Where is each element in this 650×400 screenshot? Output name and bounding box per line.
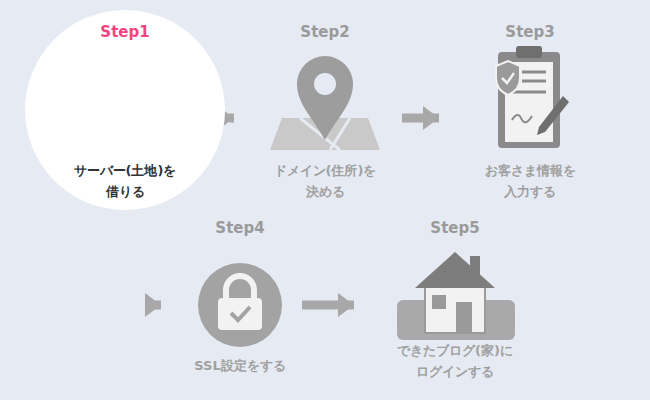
step-item: Step5 できたブログ(家)に ログインする — [372, 218, 538, 388]
flow-arrow — [402, 114, 439, 123]
flow-arrow — [302, 301, 354, 310]
step-description: ドメイン(住所)を 決める — [259, 160, 391, 202]
flow-arrow — [229, 114, 234, 123]
map-pin-icon — [270, 56, 380, 150]
lock-icon — [198, 263, 282, 347]
step-number: Step2 — [252, 22, 398, 42]
step-number: Step4 — [182, 218, 298, 238]
step-description: サーバー(土地)を 借りる — [59, 160, 191, 202]
clipboard-icon — [496, 46, 569, 148]
wrap-arrow — [146, 301, 161, 310]
step-item: Step3 お客さま情報を 入力する — [457, 22, 603, 202]
step-number: Step3 — [457, 22, 603, 42]
current-step-circle: Step1 サーバー(土地)を 借りる — [25, 10, 225, 210]
step-description: できたブログ(家)に ログインする — [381, 340, 529, 382]
step-description: お客さま情報を 入力する — [468, 160, 592, 202]
step-description: SSL設定をする — [188, 355, 292, 376]
house-icon — [397, 252, 515, 340]
step-item: Step4SSL設定をする — [182, 218, 298, 378]
step-number: Step5 — [372, 218, 538, 238]
step-item: Step2 ドメイン(住所)を 決める — [252, 22, 398, 202]
step-number: Step1 — [25, 22, 225, 42]
